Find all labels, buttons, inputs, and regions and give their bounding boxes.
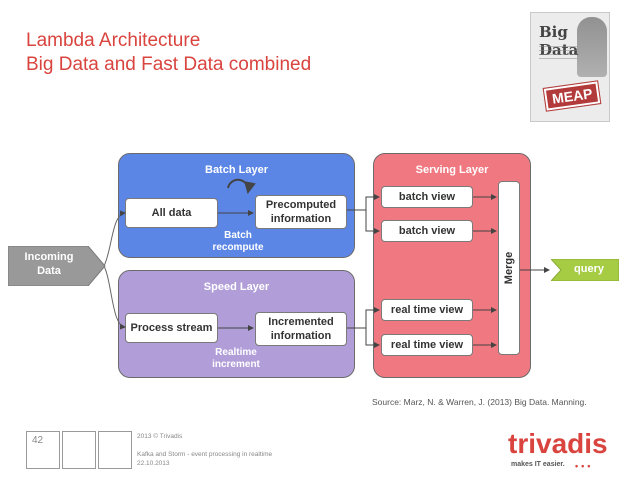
arrow-incoming-to-speed [103, 265, 126, 330]
realtime-view-box-2: real time view [381, 334, 473, 356]
precomputed-line2: information [270, 213, 332, 225]
footer-square-2 [98, 431, 132, 469]
slide-title: Lambda Architecture [26, 30, 201, 51]
trivadis-logo: trivadis [508, 428, 608, 459]
footer-square-1 [62, 431, 96, 469]
recompute-cycle-icon [227, 178, 256, 194]
precomputed-line1: Precomputed [265, 199, 337, 211]
logo-dots: ••• [575, 461, 594, 471]
slide-subtitle: Big Data and Fast Data combined [26, 54, 312, 75]
arrow-incoming-to-batch [103, 210, 126, 267]
arrow-incremented-to-rtview1 [347, 307, 380, 329]
realtime-increment-line2: increment [212, 359, 260, 370]
arrow-incremented-to-rtview2 [365, 328, 380, 348]
realtime-increment-line1: Realtime [215, 347, 257, 358]
book-cover-figure [577, 17, 607, 77]
query-shape: query [551, 259, 619, 281]
incremented-line1: Incremented [268, 316, 334, 328]
footer-talk-title: Kafka and Storm - event processing in re… [137, 451, 273, 458]
batch-recompute-label: Batch recompute [200, 230, 276, 254]
slide-number: 42 [26, 431, 60, 469]
book-cover-image: Big Data MEAP [530, 12, 610, 122]
process-stream-box: Process stream [125, 313, 218, 343]
query-label: query [574, 263, 604, 275]
incoming-line1: Incoming [24, 251, 74, 263]
incoming-data-label: Incoming Data [14, 250, 84, 278]
realtime-view-box-1: real time view [381, 299, 473, 321]
batch-view-box-2: batch view [381, 220, 473, 242]
realtime-increment-label: Realtime increment [198, 347, 274, 371]
batch-recompute-line2: recompute [212, 242, 264, 253]
arrow-precomputed-to-batchview1 [347, 194, 380, 211]
incremented-information-box: Incremented information [255, 312, 347, 346]
footer-date: 22.10.2013 [137, 460, 170, 467]
incremented-line2: information [270, 330, 332, 342]
arrow-precomputed-to-batchview2 [365, 210, 380, 234]
incoming-data-shape: Incoming Data [8, 246, 106, 286]
speed-layer-title: Speed Layer [203, 281, 270, 293]
serving-layer-title: Serving Layer [415, 164, 489, 176]
source-citation: Source: Marz, N. & Warren, J. (2013) Big… [372, 397, 587, 407]
batch-view-box-1: batch view [381, 186, 473, 208]
footer-copyright: 2013 © Trivadis [137, 433, 183, 440]
trivadis-slogan: makes IT easier. [511, 461, 565, 468]
merge-box: Merge [498, 181, 520, 355]
batch-layer-title: Batch Layer [205, 164, 268, 176]
incoming-line2: Data [37, 265, 61, 277]
book-subtitle-lines [539, 46, 577, 60]
precomputed-information-box: Precomputed information [255, 195, 347, 229]
batch-recompute-line1: Batch [224, 230, 252, 241]
